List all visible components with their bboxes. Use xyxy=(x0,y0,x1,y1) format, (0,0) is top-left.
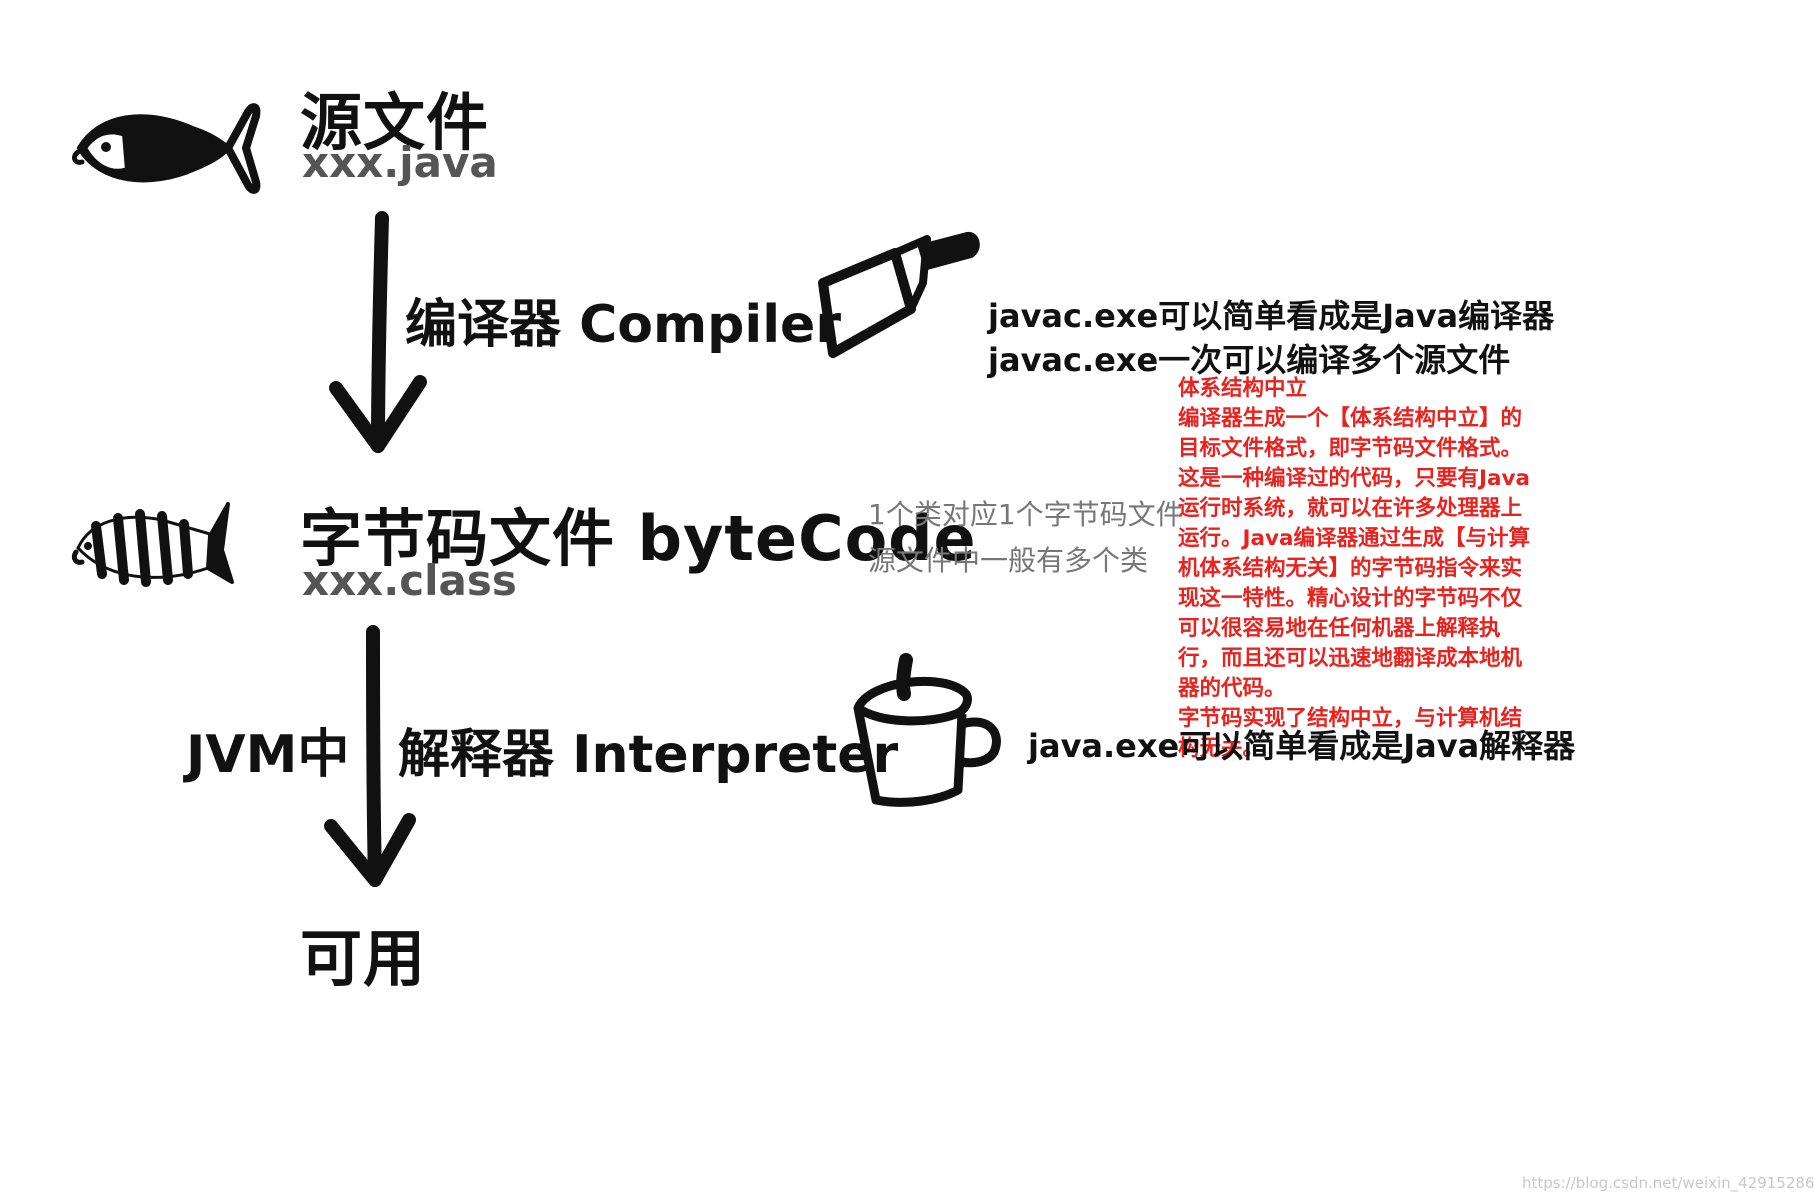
striped-fish-icon xyxy=(71,502,234,587)
compiler-note-1: javac.exe可以简单看成是Java编译器 xyxy=(988,297,1555,335)
red-note-line: 行，而且还可以迅速地翻译成本地机 xyxy=(1178,646,1523,671)
jvm-prefix-label: JVM中 xyxy=(186,725,350,785)
class-notes: 1个类对应1个字节码文件 源文件中一般有多个类 xyxy=(868,492,1184,584)
source-file-extension: xxx.java xyxy=(302,138,498,187)
red-note-line: 器的代码。 xyxy=(1178,676,1286,701)
compiler-label: 编译器 Compiler xyxy=(405,295,841,355)
red-note-line: 编译器生成一个【体系结构中立】的 xyxy=(1178,406,1523,431)
usable-result: 可用 xyxy=(300,922,427,995)
pot-icon xyxy=(853,653,1001,807)
source-file-title: 源文件 xyxy=(300,86,490,159)
interpreter-label: 解释器 Interpreter xyxy=(398,725,899,785)
compiler-note-2: javac.exe一次可以编译多个源文件 xyxy=(988,341,1511,379)
red-note-line: 运行时系统，就可以在许多处理器上 xyxy=(1178,496,1523,521)
bytecode-file-extension: xxx.class xyxy=(302,556,517,605)
bytecode-file-title: 字节码文件 byteCode xyxy=(300,502,977,575)
interpret-arrow xyxy=(324,625,416,887)
architecture-neutral-note: 体系结构中立 编译器生成一个【体系结构中立】的 目标文件格式，即字节码文件格式。… xyxy=(1178,374,1596,764)
red-note-line: 现这一特性。精心设计的字节码不仅 xyxy=(1178,586,1523,611)
compile-arrow xyxy=(329,211,427,453)
class-note-1: 1个类对应1个字节码文件 xyxy=(868,498,1184,531)
red-note-line: 可以很容易地在任何机器上解释执 xyxy=(1178,616,1501,641)
red-note-line: 字节码实现了结构中立，与计算机结 xyxy=(1178,706,1523,731)
red-note-line: 机体系结构无关】的字节码指令来实 xyxy=(1178,556,1523,581)
red-note-line: 这是一种编译过的代码，只要有Java xyxy=(1178,466,1531,491)
interpreter-note: java.exe可以简单看成是Java解释器 xyxy=(1028,727,1576,765)
class-note-2: 源文件中一般有多个类 xyxy=(868,544,1149,577)
knife-icon xyxy=(818,231,980,358)
compiler-notes: javac.exe可以简单看成是Java编译器 javac.exe一次可以编译多… xyxy=(988,294,1554,382)
red-note-line: 目标文件格式，即字节码文件格式。 xyxy=(1178,436,1523,461)
red-note-line: 运行。Java编译器通过生成【与计算 xyxy=(1178,526,1531,551)
red-note-line: 体系结构中立 xyxy=(1178,376,1308,401)
watermark: https://blog.csdn.net/weixin_42915286 xyxy=(1522,1174,1815,1192)
red-note-line: 构无关。 xyxy=(1178,736,1265,761)
fish-icon xyxy=(72,103,261,194)
